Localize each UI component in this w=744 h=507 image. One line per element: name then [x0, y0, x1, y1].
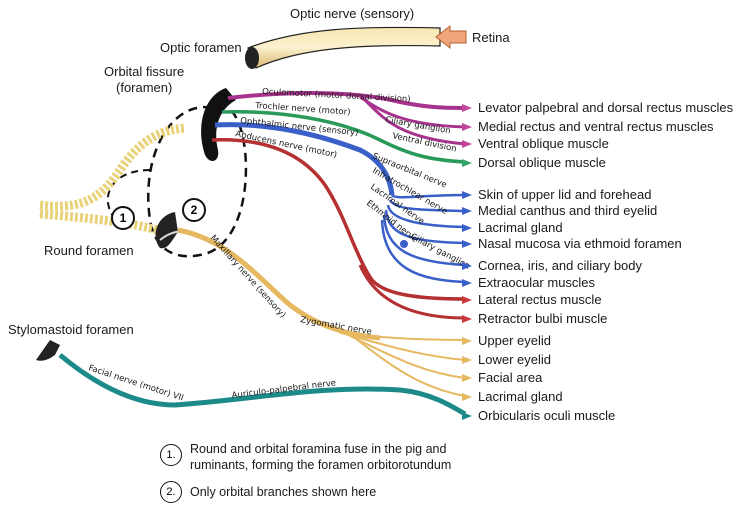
maxillary-nerve [177, 227, 381, 341]
zygomatic-label: Zygomatic nerve [299, 315, 372, 337]
target-arrowhead [462, 159, 472, 167]
note-one-line1: Round and orbital foramina fuse in the p… [190, 442, 447, 456]
target-arrows [462, 104, 472, 420]
round-foramen-shape [155, 212, 178, 249]
target-arrowhead [462, 262, 472, 270]
target-label: Ventral oblique muscle [478, 136, 609, 151]
oculomotor-nerve [227, 91, 466, 110]
maxillary-label: Maxillary nerve (sensory) [208, 233, 288, 320]
target-label: Lateral rectus muscle [478, 292, 602, 307]
target-label: Levator palpebral and dorsal rectus musc… [478, 100, 734, 115]
target-arrowhead [462, 315, 472, 323]
stylomastoid-foramen-shape [36, 340, 60, 361]
optic-nerve-label: Optic nerve (sensory) [290, 6, 415, 21]
target-arrowhead [462, 104, 472, 112]
trigeminal-trunk [39, 123, 186, 211]
marker-one: 1 [111, 206, 135, 230]
target-label: Lacrimal gland [478, 220, 563, 235]
round-foramen-label: Round foramen [44, 243, 134, 258]
target-arrowhead [462, 337, 472, 345]
facial-nerve [58, 353, 467, 417]
orbital-fissure-shape [201, 88, 236, 162]
target-label: Cornea, iris, and ciliary body [478, 258, 643, 273]
target-arrowhead [462, 191, 472, 199]
target-arrowhead [462, 356, 472, 364]
target-arrowhead [462, 240, 472, 248]
marker-two: 2 [182, 198, 206, 222]
note-two-marker: 2. [160, 481, 182, 503]
optic-nerve-shape [247, 26, 441, 69]
target-label: Upper eyelid [478, 333, 551, 348]
target-arrowhead [462, 279, 472, 287]
target-label: Retractor bulbi muscle [478, 311, 608, 326]
note-one-line2: ruminants, forming the foramen orbitorot… [190, 458, 452, 472]
target-arrowhead [462, 224, 472, 232]
target-label: Skin of upper lid and forehead [478, 187, 652, 202]
ophthalmic-nerve [214, 122, 395, 196]
retina-arrow [435, 24, 467, 50]
optic-foramen-end [245, 47, 259, 69]
auriculo-palpebral-label: Auriculo-palpebral nerve [231, 378, 336, 401]
target-label: Lacrimal gland [478, 389, 563, 404]
target-label: Lower eyelid [478, 352, 551, 367]
target-arrowhead [462, 140, 472, 148]
orbital-fissure-dashed-outline [147, 104, 248, 258]
target-label: Dorsal oblique muscle [478, 155, 606, 170]
trochlear-nerve [221, 110, 466, 164]
target-label: Facial area [478, 370, 543, 385]
stylomastoid-foramen-label: Stylomastoid foramen [8, 322, 134, 337]
target-arrowhead [462, 207, 472, 215]
orbital-fissure-label: Orbital fissure [104, 64, 185, 79]
target-arrowhead [462, 412, 472, 420]
orbital-fissure-label-2: (foramen) [116, 80, 173, 95]
note-two-line: Only orbital branches shown here [190, 485, 377, 499]
target-arrowhead [462, 296, 472, 304]
target-arrowhead [462, 393, 472, 401]
target-label: Extraocular muscles [478, 275, 596, 290]
retina-label: Retina [472, 30, 510, 45]
target-arrowhead [462, 374, 472, 382]
abducens-nerve [211, 138, 466, 301]
target-arrowhead [462, 123, 472, 131]
target-label: Nasal mucosa via ethmoid foramen [478, 236, 682, 251]
target-label: Medial canthus and third eyelid [478, 203, 658, 218]
target-label: Orbicularis oculi muscle [478, 408, 616, 423]
target-label: Medial rectus and ventral rectus muscles [478, 119, 714, 134]
optic-foramen-label: Optic foramen [160, 40, 242, 55]
note-one-marker: 1. [160, 444, 182, 466]
